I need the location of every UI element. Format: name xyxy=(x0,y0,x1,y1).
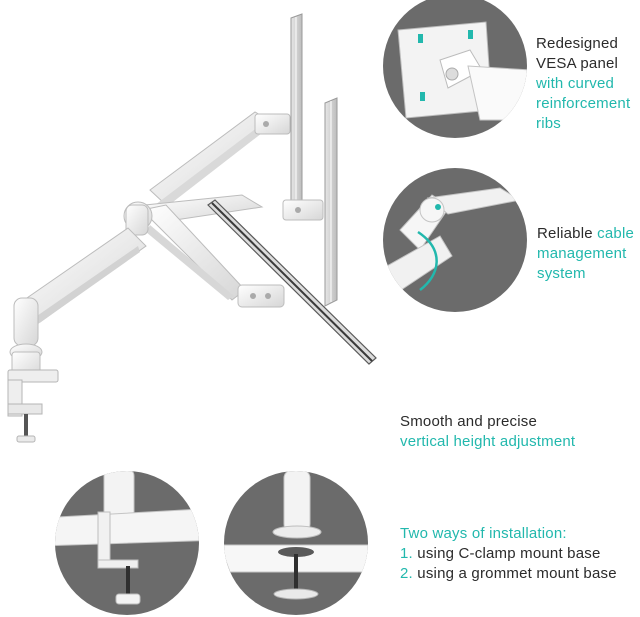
cable-detail-circle xyxy=(383,168,527,312)
upper-arm xyxy=(149,111,291,212)
height-line-1: Smooth and precise xyxy=(400,413,538,430)
center-joint xyxy=(123,201,153,236)
cable-line-1: Reliable cable xyxy=(537,224,634,244)
cable-line-2: management xyxy=(537,245,627,262)
vesa-line-1: Redesigned xyxy=(536,35,619,52)
back-monitor xyxy=(290,13,303,211)
install-item-2-number: 2. xyxy=(400,565,413,582)
vesa-detail-circle xyxy=(383,0,527,138)
install-item-1: 1. using C-clamp mount base xyxy=(400,544,617,564)
cable-line-1-plain: Reliable xyxy=(537,225,598,242)
install-item-1-number: 1. xyxy=(400,545,413,562)
vesa-line-5: ribs xyxy=(536,115,561,132)
height-feature-text: Smooth and precise vertical height adjus… xyxy=(400,412,575,452)
vesa-line-3: with curved xyxy=(536,75,615,92)
install-feature-text: Two ways of installation: 1. using C-cla… xyxy=(400,524,617,584)
install-item-1-text: using C-clamp mount base xyxy=(412,545,601,562)
c-clamp-base xyxy=(7,369,59,443)
cable-line-3: system xyxy=(537,265,586,282)
grommet-install-circle xyxy=(224,471,368,615)
lower-arm xyxy=(140,204,285,308)
cable-line-1-accent: cable xyxy=(597,225,635,242)
height-line-2: vertical height adjustment xyxy=(400,433,576,450)
vesa-line-4: reinforcement xyxy=(536,95,631,112)
front-monitor xyxy=(207,199,377,365)
cable-feature-text: Reliable cable management system xyxy=(537,224,634,284)
main-mount-drawing xyxy=(7,13,377,443)
vesa-line-2: VESA panel xyxy=(536,55,619,72)
base-arm xyxy=(9,227,147,379)
vesa-feature-text: Redesigned VESA panel with curved reinfo… xyxy=(536,34,630,134)
clamp-install-circle xyxy=(55,471,199,615)
install-item-2: 2. using a grommet mount base xyxy=(400,564,617,584)
install-item-2-text: using a grommet mount base xyxy=(412,565,617,582)
middle-monitor xyxy=(324,97,338,307)
install-title: Two ways of installation: xyxy=(400,525,567,542)
